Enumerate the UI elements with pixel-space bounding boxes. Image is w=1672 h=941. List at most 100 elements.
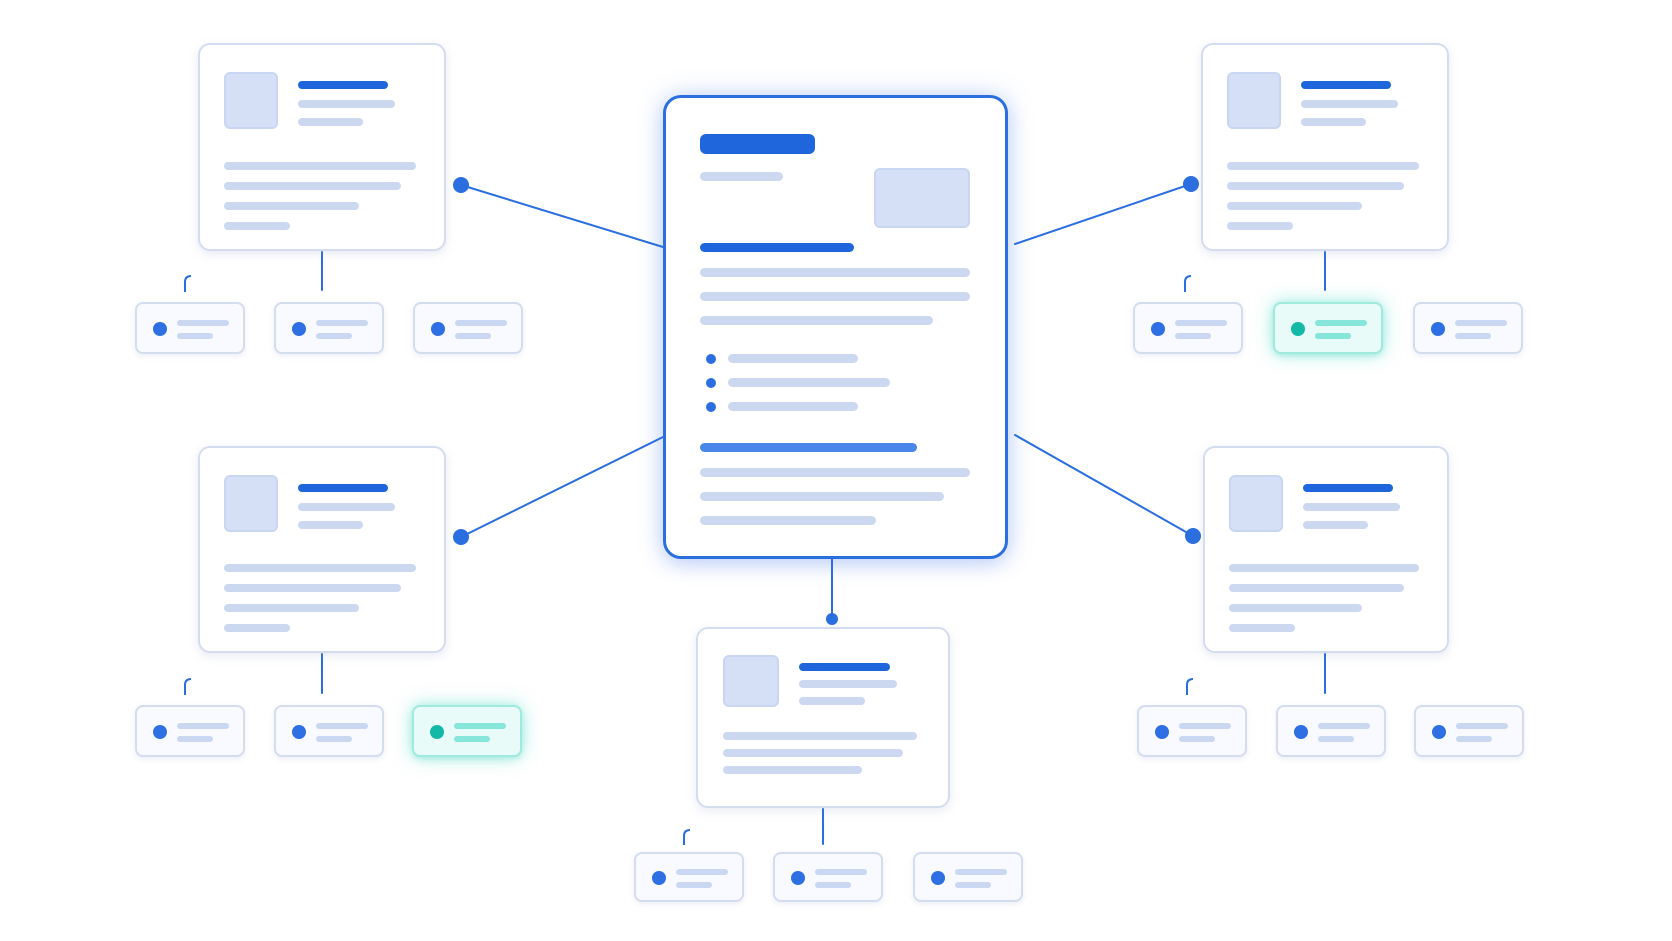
tree-branch-line bbox=[1184, 275, 1192, 292]
text-line bbox=[1227, 202, 1362, 210]
status-dot-icon bbox=[292, 725, 306, 739]
satellite-card-top-right[interactable] bbox=[1201, 43, 1449, 251]
status-dot-icon bbox=[1431, 322, 1445, 336]
text-line bbox=[700, 268, 970, 277]
item-line bbox=[955, 869, 1007, 875]
status-dot-icon bbox=[652, 871, 666, 885]
item-line bbox=[1456, 723, 1508, 729]
status-dot-icon bbox=[1294, 725, 1308, 739]
bullet-icon bbox=[706, 402, 716, 412]
section-heading-bar bbox=[700, 243, 854, 252]
thumbnail-placeholder bbox=[1227, 72, 1281, 129]
text-line bbox=[700, 492, 944, 501]
connector-endpoint-dot bbox=[1185, 528, 1201, 544]
text-line bbox=[1227, 182, 1404, 190]
item-line bbox=[177, 736, 213, 742]
child-item[interactable] bbox=[135, 302, 245, 354]
document-image-placeholder bbox=[874, 168, 970, 228]
thumbnail-placeholder bbox=[224, 475, 278, 532]
child-item[interactable] bbox=[274, 302, 384, 354]
child-item[interactable] bbox=[135, 705, 245, 757]
bullet-icon bbox=[706, 378, 716, 388]
text-line bbox=[1227, 162, 1419, 170]
item-line bbox=[454, 736, 490, 742]
child-item[interactable] bbox=[773, 852, 883, 902]
bullet-text-line bbox=[728, 402, 858, 411]
child-item-highlighted[interactable] bbox=[1273, 302, 1383, 354]
status-dot-icon bbox=[1155, 725, 1169, 739]
satellite-card-bottom-right[interactable] bbox=[1203, 446, 1449, 653]
item-line bbox=[1318, 723, 1370, 729]
connector-endpoint-dot bbox=[453, 177, 469, 193]
text-line bbox=[224, 624, 290, 632]
child-item[interactable] bbox=[913, 852, 1023, 902]
satellite-card-top-left[interactable] bbox=[198, 43, 446, 251]
item-line bbox=[316, 736, 352, 742]
text-line bbox=[700, 292, 970, 301]
connector-line bbox=[1014, 183, 1192, 245]
card-title-bar bbox=[298, 81, 388, 89]
text-line bbox=[1301, 100, 1398, 108]
text-line bbox=[1229, 584, 1404, 592]
child-item[interactable] bbox=[1137, 705, 1247, 757]
child-item-highlighted[interactable] bbox=[412, 705, 522, 757]
text-line bbox=[298, 118, 363, 126]
item-line bbox=[1456, 736, 1492, 742]
text-line bbox=[799, 697, 865, 705]
text-line bbox=[224, 584, 401, 592]
text-line bbox=[224, 162, 416, 170]
thumbnail-placeholder bbox=[723, 655, 779, 707]
status-dot-icon bbox=[292, 322, 306, 336]
tree-branch-line bbox=[184, 275, 192, 292]
status-dot-icon bbox=[791, 871, 805, 885]
item-line bbox=[455, 333, 491, 339]
item-line bbox=[676, 882, 712, 888]
text-line bbox=[723, 732, 917, 740]
text-line bbox=[224, 222, 290, 230]
connector-endpoint-dot bbox=[826, 613, 838, 625]
text-line bbox=[1301, 118, 1366, 126]
item-line bbox=[1455, 320, 1507, 326]
item-line bbox=[316, 320, 368, 326]
text-line bbox=[723, 749, 903, 757]
card-title-bar bbox=[1301, 81, 1391, 89]
status-dot-icon bbox=[1151, 322, 1165, 336]
card-title-bar bbox=[799, 663, 890, 671]
child-item[interactable] bbox=[1276, 705, 1386, 757]
bullet-text-line bbox=[728, 378, 890, 387]
item-line bbox=[815, 869, 867, 875]
connector-endpoint-dot bbox=[453, 529, 469, 545]
status-dot-icon bbox=[153, 322, 167, 336]
item-line bbox=[1315, 333, 1351, 339]
child-item[interactable] bbox=[1133, 302, 1243, 354]
item-line bbox=[676, 869, 728, 875]
text-line bbox=[1303, 521, 1368, 529]
text-line bbox=[224, 604, 359, 612]
document-title-bar bbox=[700, 134, 815, 154]
thumbnail-placeholder bbox=[1229, 475, 1283, 532]
child-item[interactable] bbox=[413, 302, 523, 354]
satellite-card-bottom-center[interactable] bbox=[696, 627, 950, 808]
child-item[interactable] bbox=[1413, 302, 1523, 354]
child-item[interactable] bbox=[274, 705, 384, 757]
connector-line bbox=[460, 184, 664, 248]
item-line bbox=[1315, 320, 1367, 326]
item-line bbox=[1175, 320, 1227, 326]
central-document-card[interactable] bbox=[663, 95, 1008, 559]
text-line bbox=[224, 182, 401, 190]
section-heading-bar bbox=[700, 443, 917, 452]
text-line bbox=[1229, 564, 1419, 572]
item-line bbox=[1318, 736, 1354, 742]
text-line bbox=[298, 503, 395, 511]
thumbnail-placeholder bbox=[224, 72, 278, 129]
bullet-icon bbox=[706, 354, 716, 364]
item-line bbox=[1175, 333, 1211, 339]
child-item[interactable] bbox=[634, 852, 744, 902]
status-dot-icon bbox=[1432, 725, 1446, 739]
child-item[interactable] bbox=[1414, 705, 1524, 757]
item-line bbox=[177, 320, 229, 326]
satellite-card-bottom-left[interactable] bbox=[198, 446, 446, 653]
card-title-bar bbox=[298, 484, 388, 492]
status-dot-icon bbox=[430, 725, 444, 739]
